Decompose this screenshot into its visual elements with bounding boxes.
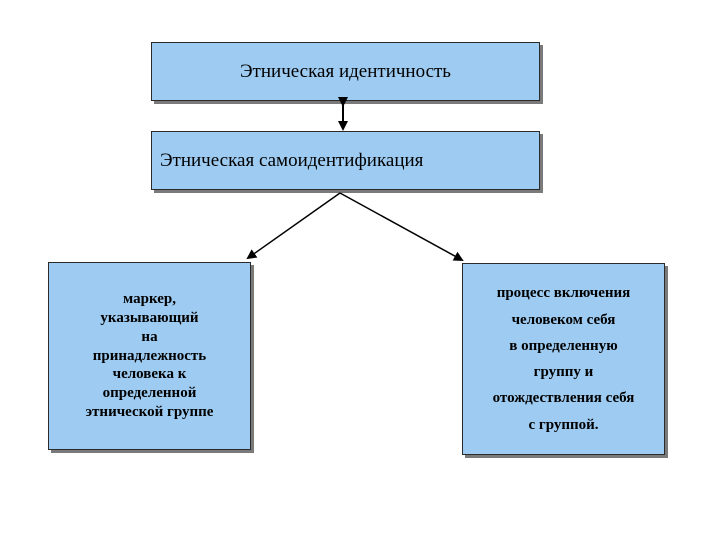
right-branch-arrow [339,192,464,261]
ethnic-identity-box: Этническая идентичность [151,42,540,101]
marker-definition-box: маркер, указывающий на принадлежность че… [48,262,251,450]
inclusion-process-box: процесс включения человеком себя в опред… [462,263,665,455]
inclusion-process-text: процесс включения человеком себя в опред… [492,285,635,433]
ethnic-self-identification-box: Этническая самоидентификация [151,131,540,190]
ethnic-self-identification-label: Этническая самоидентификация [160,149,424,171]
left-branch-arrow [246,192,341,260]
marker-definition-text: маркер, указывающий на принадлежность че… [85,291,214,420]
ethnic-identity-label: Этническая идентичность [240,60,451,82]
